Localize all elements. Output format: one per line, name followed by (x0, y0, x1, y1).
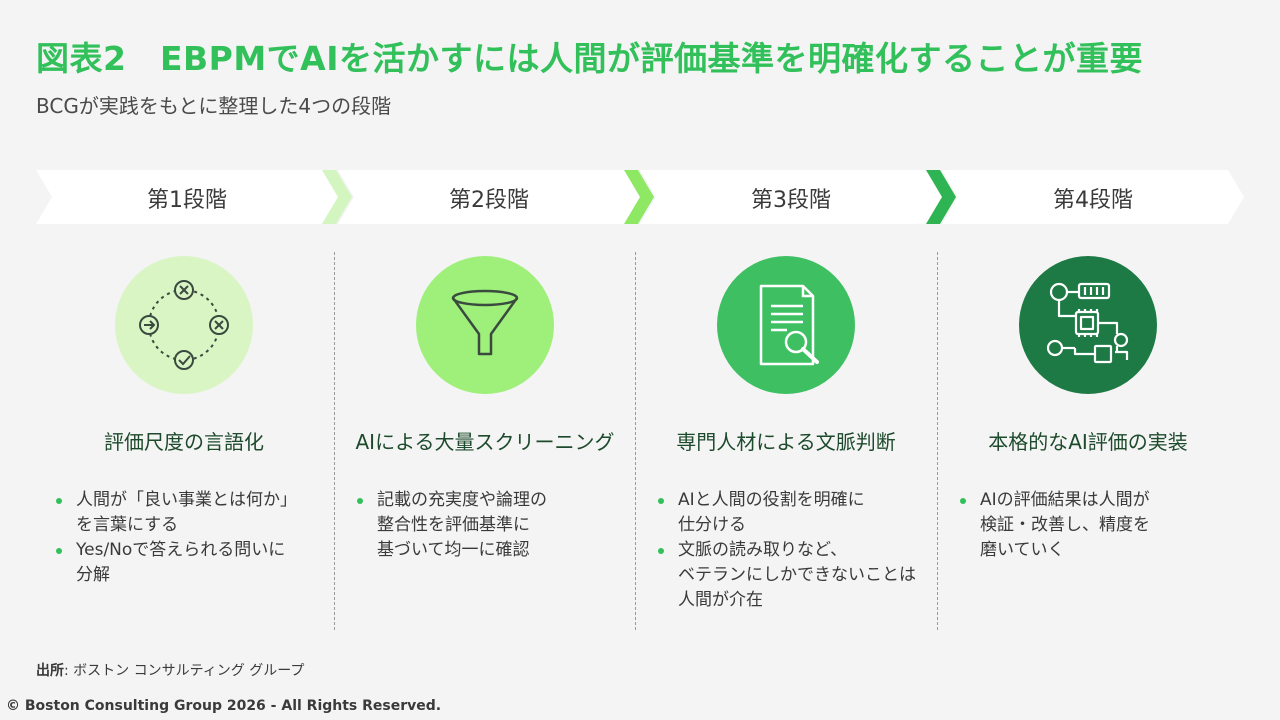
funnel-icon (451, 289, 519, 356)
step-label-4: 第4段階 (1053, 188, 1133, 213)
chevron-3 (640, 170, 942, 224)
stage-bullets-4: AIの評価結果は人間が 検証・改善し、精度を 磨いていく (958, 488, 1224, 563)
step-label-2: 第2段階 (449, 188, 529, 213)
process-cycle-icon (139, 280, 229, 370)
chevron-separator-3 (926, 170, 956, 224)
stage-title-2: AIによる大量スクリーニング (355, 430, 615, 454)
stage-icon-circle-4 (1019, 256, 1157, 394)
stage-icon-circle-3 (717, 256, 855, 394)
source-note: 出所: ボストン コンサルティング グループ (36, 660, 304, 680)
chevron-separator-2 (624, 170, 654, 224)
chevron-4 (942, 170, 1244, 224)
stage-bullets-1: 人間が「良い事業とは何か」 を言葉にする Yes/Noで答えられる問いに 分解 (54, 488, 320, 588)
list-item: 文脈の読み取りなど、 ベテランにしかできないことは 人間が介在 (656, 538, 922, 613)
stage-bullets-2: 記載の充実度や論理の 整合性を評価基準に 基づいて均一に確認 (355, 488, 621, 563)
list-item: 人間が「良い事業とは何か」 を言葉にする (54, 488, 320, 538)
document-search-icon (759, 284, 819, 366)
column-divider (937, 252, 938, 630)
source-label: 出所 (36, 663, 64, 679)
chevron-2 (338, 170, 640, 224)
chevron-shapes (36, 170, 1244, 224)
stage-title-1: 評価尺度の言語化 (104, 430, 264, 454)
list-item: AIと人間の役割を明確に 仕分ける (656, 488, 922, 538)
chevron-1 (36, 170, 338, 224)
stage-title-4: 本格的なAI評価の実装 (988, 430, 1188, 454)
step-label-1: 第1段階 (147, 188, 227, 213)
circuit-chip-icon (1046, 282, 1129, 364)
column-divider (635, 252, 636, 630)
stage-chevron-bar: 第1段階 第2段階 第3段階 第4段階 (36, 170, 1244, 224)
list-item: AIの評価結果は人間が 検証・改善し、精度を 磨いていく (958, 488, 1224, 563)
stage-title-3: 専門人材による文脈判断 (676, 430, 896, 454)
column-divider (334, 252, 335, 630)
stage-bullets-3: AIと人間の役割を明確に 仕分ける 文脈の読み取りなど、 ベテランにしかできない… (656, 488, 922, 613)
chevron-separator-1 (322, 170, 352, 224)
page-subtitle: BCGが実践をもとに整理した4つの段階 (36, 94, 392, 118)
step-label-3: 第3段階 (751, 188, 831, 213)
list-item: 記載の充実度や論理の 整合性を評価基準に 基づいて均一に確認 (355, 488, 621, 563)
stage-icon-circle-1 (115, 256, 253, 394)
copyright-text: © Boston Consulting Group 2026 - All Rig… (6, 698, 442, 714)
source-text: : ボストン コンサルティング グループ (64, 663, 305, 679)
stage-icon-circle-2 (416, 256, 554, 394)
list-item: Yes/Noで答えられる問いに 分解 (54, 538, 320, 588)
page-title: 図表2 EBPMでAIを活かすには人間が評価基準を明確化することが重要 (36, 39, 1143, 78)
